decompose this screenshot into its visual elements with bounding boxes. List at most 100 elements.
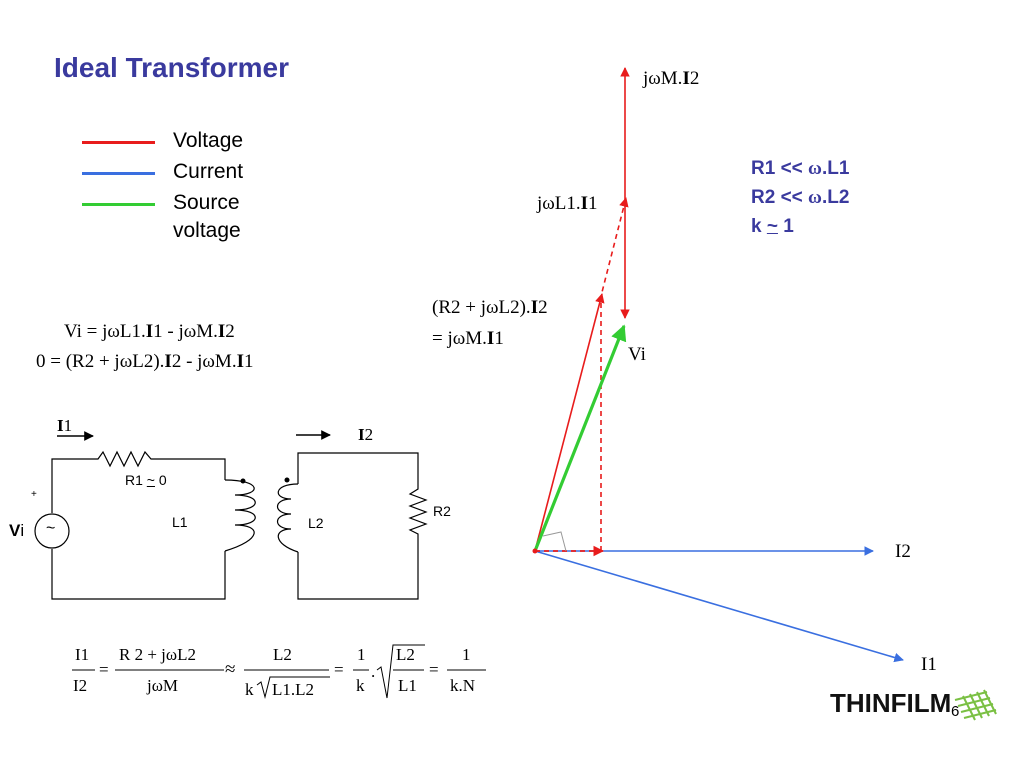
circuit-bold-i: I: [358, 425, 365, 444]
label-bold-i: I: [580, 193, 589, 214]
approx-tilde: ~: [146, 472, 155, 488]
formula-f6d: k.N: [450, 676, 476, 695]
phasor-current-i1: [534, 550, 904, 663]
circuit-label-r2: R2: [433, 503, 451, 519]
condition-r1: R1 << ω.L1: [751, 154, 849, 183]
circuit-label-part: 0: [154, 472, 167, 488]
label-equals-jwm-i1: = jωM.I1: [432, 328, 504, 350]
inductor-l1-coil: [224, 479, 256, 552]
eq1-bold-i: I: [145, 321, 154, 342]
label-r2-jwl2-i2: (R2 + jωL2).I2: [432, 297, 548, 319]
sqrt-sign: [376, 644, 425, 699]
condition-k-text: k: [751, 216, 767, 237]
condition-r2: R2 << ω.L2: [751, 183, 849, 212]
condition-r2-l2: .L2: [821, 187, 850, 208]
equation-secondary: 0 = (R2 + jωL2).I2 - jωM.I1: [36, 351, 253, 373]
condition-r2-text: R2 <<: [751, 187, 809, 208]
slide-title: Ideal Transformer: [54, 52, 289, 83]
eq1-part: 1 - jωM.: [153, 321, 218, 342]
circuit-label-r1: R1 ~ 0: [125, 472, 167, 488]
formula-f3d-k: k: [245, 680, 254, 699]
eq2-part: 1: [243, 351, 254, 372]
circuit-bold-v: V: [9, 521, 21, 540]
formula-eq3: =: [429, 660, 439, 679]
condition-k-value: 1: [777, 216, 794, 237]
circuit-label-i1: I1: [57, 416, 72, 436]
ac-source-symbol: [34, 513, 70, 549]
legend-label-current: Current: [173, 160, 244, 183]
circuit-label-part: 1: [63, 416, 73, 435]
eq2-bold-i: I: [236, 351, 244, 372]
eq2-bold-i: I: [164, 351, 172, 372]
phasor-voltage-r2-jwl2-i2: [534, 293, 605, 552]
label-part: jωL1.: [537, 193, 581, 214]
label-part: 2: [538, 297, 548, 318]
formula-f3n: L2: [273, 645, 292, 664]
circuit-label-vi: Vi: [9, 521, 24, 541]
label-part: 1: [588, 193, 598, 214]
circuit-label-plus: +: [31, 489, 37, 500]
label-i2: I2: [895, 541, 911, 562]
label-vi: Vi: [628, 344, 646, 365]
circuit-label-l2: L2: [308, 515, 324, 531]
circuit-primary-wire: [51, 450, 226, 600]
inductor-l2-coil: [276, 483, 299, 553]
eq1-bold-i: I: [217, 321, 226, 342]
condition-k: k ~ 1: [751, 212, 849, 241]
equation-vi: Vi = jωL1.I1 - jωM.I2: [64, 321, 235, 343]
label-part: (R2 + jωL2).: [432, 297, 531, 318]
circuit-label-part: R1: [125, 472, 147, 488]
approx-tilde: ~: [766, 216, 778, 237]
circuit-bold-i: I: [57, 416, 64, 435]
thinfilm-logo-mark: [954, 689, 997, 721]
formula-f1d: I2: [73, 676, 88, 695]
phasor-voltage-dashed-diagonal: [599, 197, 629, 301]
phasor-source-voltage-vi: [533, 324, 627, 552]
formula-f5n: L2: [396, 645, 415, 664]
label-i1: I1: [921, 654, 937, 675]
eq2-part: 0 = (R2 + jωL2).: [36, 351, 165, 372]
omega-symbol: ω: [808, 187, 822, 208]
formula-f6n: 1: [462, 645, 471, 664]
thinfilm-logo-text: THINFILM: [830, 688, 952, 718]
label-jwm-i2: jωM.I2: [643, 68, 699, 90]
eq2-part: 2 - jωM.: [171, 351, 237, 372]
legend-line-current: [82, 172, 155, 175]
formula-f3d-root: L1.L2: [272, 680, 315, 699]
ac-source-tilde: ~: [46, 520, 56, 537]
formula-f2d: jωM: [147, 676, 179, 695]
formula-dot: .: [371, 662, 376, 681]
page-number: 6: [951, 703, 960, 720]
circuit-label-i2: I2: [358, 425, 373, 445]
approximation-conditions: R1 << ω.L1 R2 << ω.L2 k ~ 1: [751, 154, 849, 241]
label-part: 2: [689, 68, 700, 89]
label-bold-i: I: [682, 68, 690, 89]
thinfilm-logo: THINFILM: [830, 688, 951, 719]
circuit-label-part: 2: [364, 425, 374, 444]
label-jwl1-i1: jωL1.I1: [537, 193, 598, 215]
formula-eq1: =: [99, 660, 109, 679]
legend-label-source-voltage: Source voltage: [173, 191, 241, 242]
label-part: jωM.: [643, 68, 683, 89]
legend-line-voltage: [82, 141, 155, 144]
formula-f4d: k: [356, 676, 365, 695]
legend-label-voltage: Voltage: [173, 129, 244, 152]
eq1-part: 2: [225, 321, 235, 342]
formula-f4n: 1: [357, 645, 366, 664]
dot-marker-secondary: [284, 477, 290, 483]
sqrt-sign: [256, 676, 330, 699]
label-part: = jωM.: [432, 328, 487, 349]
circuit-label-l1: L1: [172, 514, 188, 530]
formula-approx: ≈: [225, 659, 236, 680]
dot-marker-primary: [240, 478, 246, 484]
legend-line-source-voltage: [82, 203, 155, 206]
omega-symbol: ω: [808, 158, 822, 179]
condition-r1-text: R1 <<: [751, 158, 809, 179]
label-bold-i: I: [530, 297, 539, 318]
label-part: 1: [494, 328, 504, 349]
circuit-label-part: i: [20, 521, 25, 540]
condition-r1-l1: .L1: [821, 158, 850, 179]
formula-f5d: L1: [398, 676, 417, 695]
